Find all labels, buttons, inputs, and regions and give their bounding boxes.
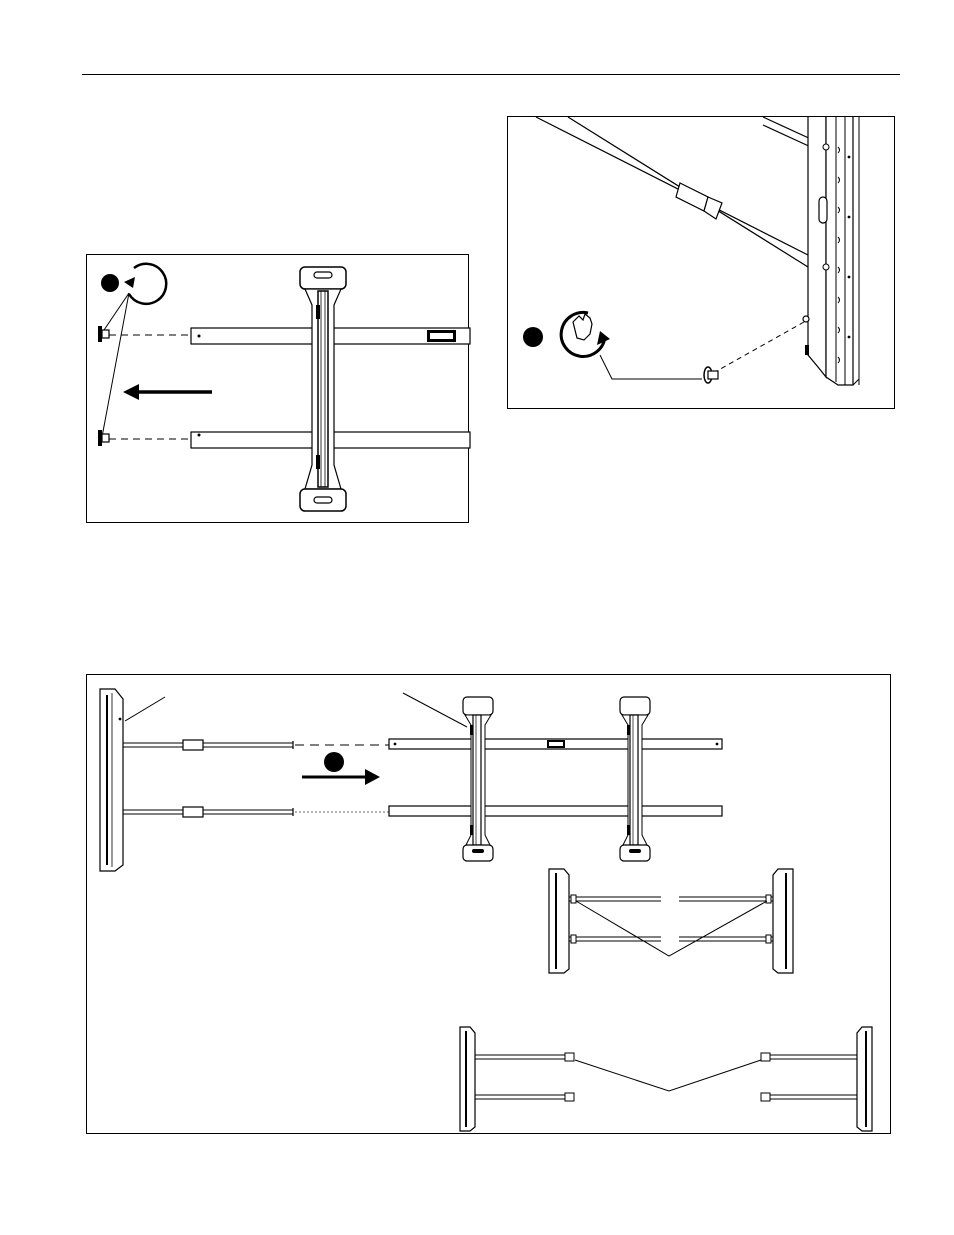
inset-detail-2	[460, 1027, 872, 1131]
step-marker-icon	[101, 274, 119, 292]
rotate-ccw-icon	[129, 264, 166, 304]
frame-leg-1	[463, 697, 493, 861]
arrow-left-icon	[123, 384, 212, 400]
left-upright	[100, 689, 123, 871]
figure-c	[86, 674, 891, 1134]
step-marker-icon	[523, 327, 543, 347]
knob-bottom	[98, 430, 109, 446]
figure-c-drawing	[87, 675, 892, 1135]
tube-bottom-left	[123, 807, 293, 817]
tube	[536, 117, 808, 267]
vertical-post	[805, 117, 859, 385]
step-marker-icon	[324, 752, 344, 772]
header-rule	[82, 74, 900, 75]
figure-a-drawing	[87, 255, 470, 524]
frame-leg	[300, 267, 346, 511]
knob	[704, 367, 718, 383]
rotate-cw-hand-icon	[561, 312, 605, 356]
rail-bottom	[389, 806, 722, 816]
frame-leg-2	[620, 697, 650, 861]
figure-b	[507, 116, 895, 409]
tube-top-left	[123, 740, 293, 750]
inset-detail-1	[549, 869, 793, 973]
knob-top	[98, 326, 109, 342]
figure-b-drawing	[508, 117, 896, 410]
figure-a	[86, 254, 469, 523]
arrow-right-icon	[302, 769, 380, 785]
